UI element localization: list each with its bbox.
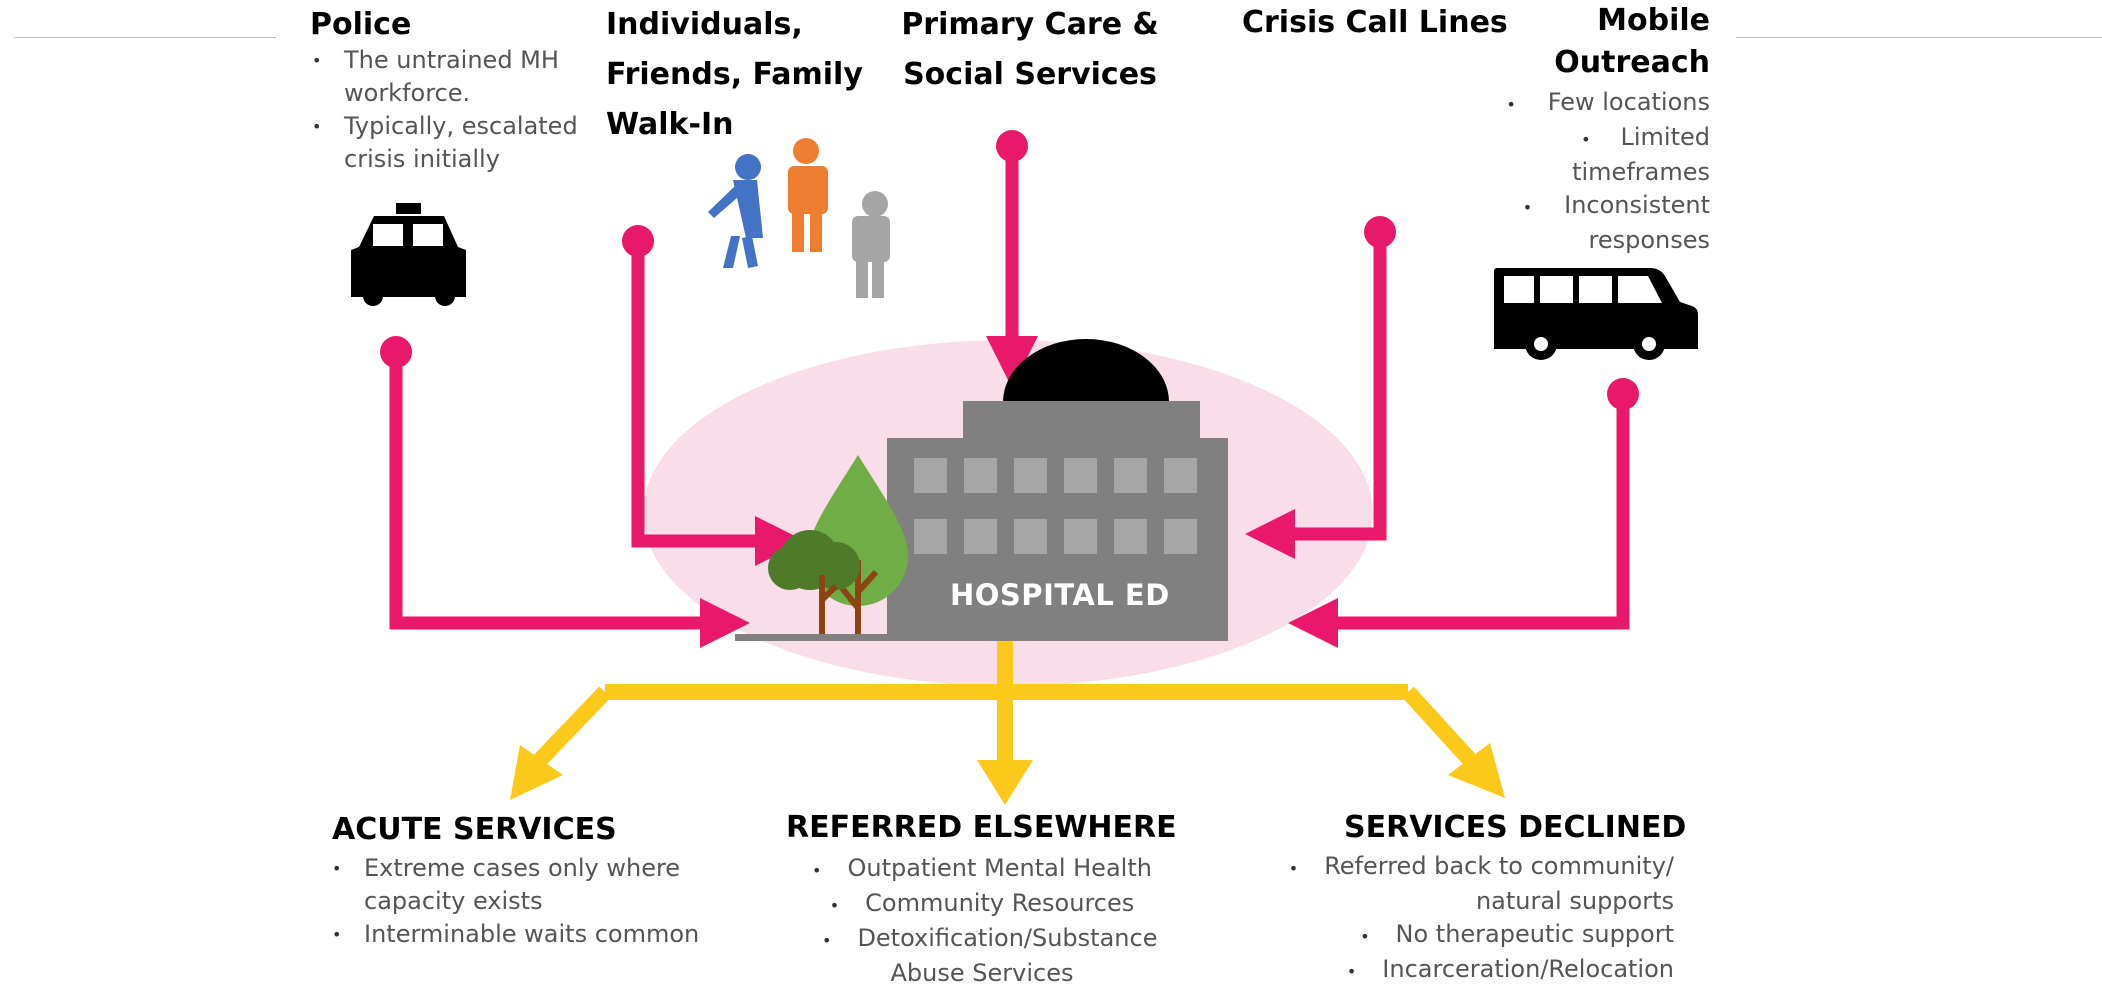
list-item: •Typically, escalated crisis initially: [312, 112, 578, 173]
list-item: •Incarceration/Relocation: [1346, 955, 1674, 983]
list-item: •Inconsistent responses: [1522, 191, 1710, 254]
header-rule-right: [1736, 37, 2102, 38]
declined-title: SERVICES DECLINED: [1344, 810, 1687, 845]
list-item: •Outpatient Mental Health: [812, 854, 1152, 882]
hub-label: HOSPITAL ED: [950, 578, 1170, 612]
crisis-lines-arrow: [1245, 216, 1396, 559]
list-item: •Limited timeframes: [1572, 123, 1710, 186]
primary-care-title: Primary Care & Social Services: [901, 7, 1159, 92]
mobile-bullets: •Few locations •Limited timeframes •Inco…: [1450, 86, 1710, 257]
list-item: •Few locations: [1506, 88, 1710, 116]
police-car-icon: [351, 203, 466, 306]
list-item: •Extreme cases only where capacity exist…: [332, 854, 681, 915]
list-item: •No therapeutic support: [1360, 920, 1674, 948]
police-bullets: •The untrained MH workforce. •Typically,…: [310, 44, 600, 176]
header-rule-left: [14, 37, 276, 38]
referred-arrowhead: [977, 760, 1033, 805]
hospital-building-icon: [735, 339, 1228, 641]
police-arrow: [380, 336, 750, 648]
tree-icon: [768, 455, 908, 634]
declined-bullets: •Referred back to community/ natural sup…: [1260, 850, 1674, 988]
police-title: Police: [310, 7, 412, 42]
individuals-arrow: [622, 225, 805, 566]
referred-title: REFERRED ELSEWHERE: [786, 810, 1177, 845]
mobile-title: Mobile Outreach: [1554, 3, 1710, 80]
list-item: •Detoxification/Substance Abuse Services: [822, 924, 1158, 987]
walking-people-icon: [708, 138, 890, 298]
person-orange: [788, 138, 828, 252]
declined-arrowhead: [1448, 743, 1505, 798]
list-item: •Community Resources: [829, 889, 1135, 917]
van-icon: [1494, 268, 1698, 360]
person-gray: [852, 191, 890, 298]
outflow-arrows: [510, 640, 1505, 805]
referred-bullets: •Outpatient Mental Health •Community Res…: [772, 852, 1192, 990]
individuals-title: Individuals, Friends, Family Walk-In: [606, 7, 863, 142]
list-item: •The untrained MH workforce.: [312, 46, 559, 107]
mobile-arrow: [1288, 378, 1639, 648]
acute-bullets: •Extreme cases only where capacity exist…: [330, 852, 710, 951]
acute-arrowhead: [510, 745, 563, 800]
list-item: •Interminable waits common: [332, 920, 700, 948]
list-item: •Referred back to community/ natural sup…: [1288, 852, 1674, 915]
acute-title: ACUTE SERVICES: [332, 812, 617, 847]
person-blue: [708, 154, 763, 268]
crisis-lines-title: Crisis Call Lines: [1242, 5, 1508, 40]
primary-care-arrow: [986, 130, 1038, 388]
inflow-arrows: [380, 130, 1639, 648]
